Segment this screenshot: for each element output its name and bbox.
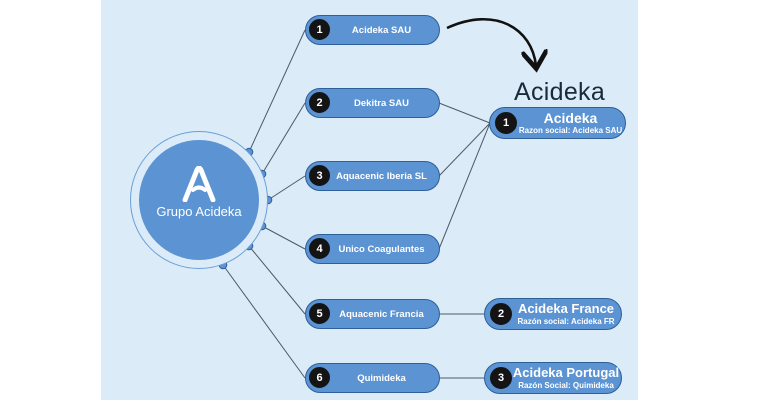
subsidiary-node: 6 Quimideka bbox=[305, 363, 440, 393]
subsidiary-label: Dekitra SAU bbox=[354, 97, 409, 109]
number-badge: 5 bbox=[308, 302, 331, 325]
subsidiary-node: 3 Aquacenic Iberia SL bbox=[305, 161, 440, 191]
subsidiary-node: 2 Dekitra SAU bbox=[305, 88, 440, 118]
connector-line bbox=[438, 122, 491, 250]
brand-wordmark: Acideka bbox=[514, 78, 606, 106]
number-badge: 3 bbox=[489, 366, 513, 390]
number-badge: 3 bbox=[308, 164, 331, 187]
connector-line bbox=[248, 245, 306, 315]
target-entity-name: Acideka Portugal bbox=[512, 364, 620, 380]
subsidiary-label: Aquacenic Iberia SL bbox=[336, 170, 427, 182]
target-entity-razon-social: Razon social: Acideka SAU bbox=[518, 126, 623, 136]
number-badge: 4 bbox=[308, 237, 331, 260]
group-node bbox=[139, 140, 259, 260]
connector-line bbox=[438, 122, 491, 177]
target-entity-name: Acideka bbox=[543, 110, 598, 127]
target-entity-razon-social: Razón Social: Quimideka bbox=[518, 380, 614, 390]
subsidiary-node: 4 Unico Coagulantes bbox=[305, 234, 440, 264]
connector-line bbox=[261, 225, 306, 250]
connector-line bbox=[248, 29, 306, 153]
number-badge: 1 bbox=[308, 18, 331, 41]
number-badge: 1 bbox=[494, 111, 518, 135]
number-badge: 2 bbox=[308, 91, 331, 114]
subsidiary-label: Quimideka bbox=[357, 372, 406, 384]
number-badge: 2 bbox=[489, 302, 513, 326]
subsidiary-label: Unico Coagulantes bbox=[338, 243, 425, 255]
connector-line bbox=[267, 175, 306, 201]
target-entity-name: Acideka France bbox=[517, 300, 615, 316]
number-badge: 6 bbox=[308, 366, 331, 389]
subsidiary-node: 5 Aquacenic Francia bbox=[305, 299, 440, 329]
connector-line bbox=[438, 102, 491, 124]
curved-arrow bbox=[446, 18, 536, 66]
connector-line bbox=[261, 102, 306, 175]
subsidiary-node: 1 Acideka SAU bbox=[305, 15, 440, 45]
target-entity-node: 2 Acideka France Razón social: Acideka F… bbox=[484, 298, 622, 330]
subsidiary-label: Acideka SAU bbox=[351, 24, 412, 36]
acideka-logo-icon bbox=[182, 166, 216, 202]
connector-line bbox=[222, 264, 306, 379]
target-entity-node: 3 Acideka Portugal Razón Social: Quimide… bbox=[484, 362, 622, 394]
group-label: Grupo Acideka bbox=[156, 204, 242, 219]
target-entity-razon-social: Razón social: Acideka FR bbox=[517, 316, 615, 326]
subsidiary-label: Aquacenic Francia bbox=[339, 308, 424, 320]
target-entity-node: 1 Acideka Razon social: Acideka SAU bbox=[489, 107, 626, 139]
